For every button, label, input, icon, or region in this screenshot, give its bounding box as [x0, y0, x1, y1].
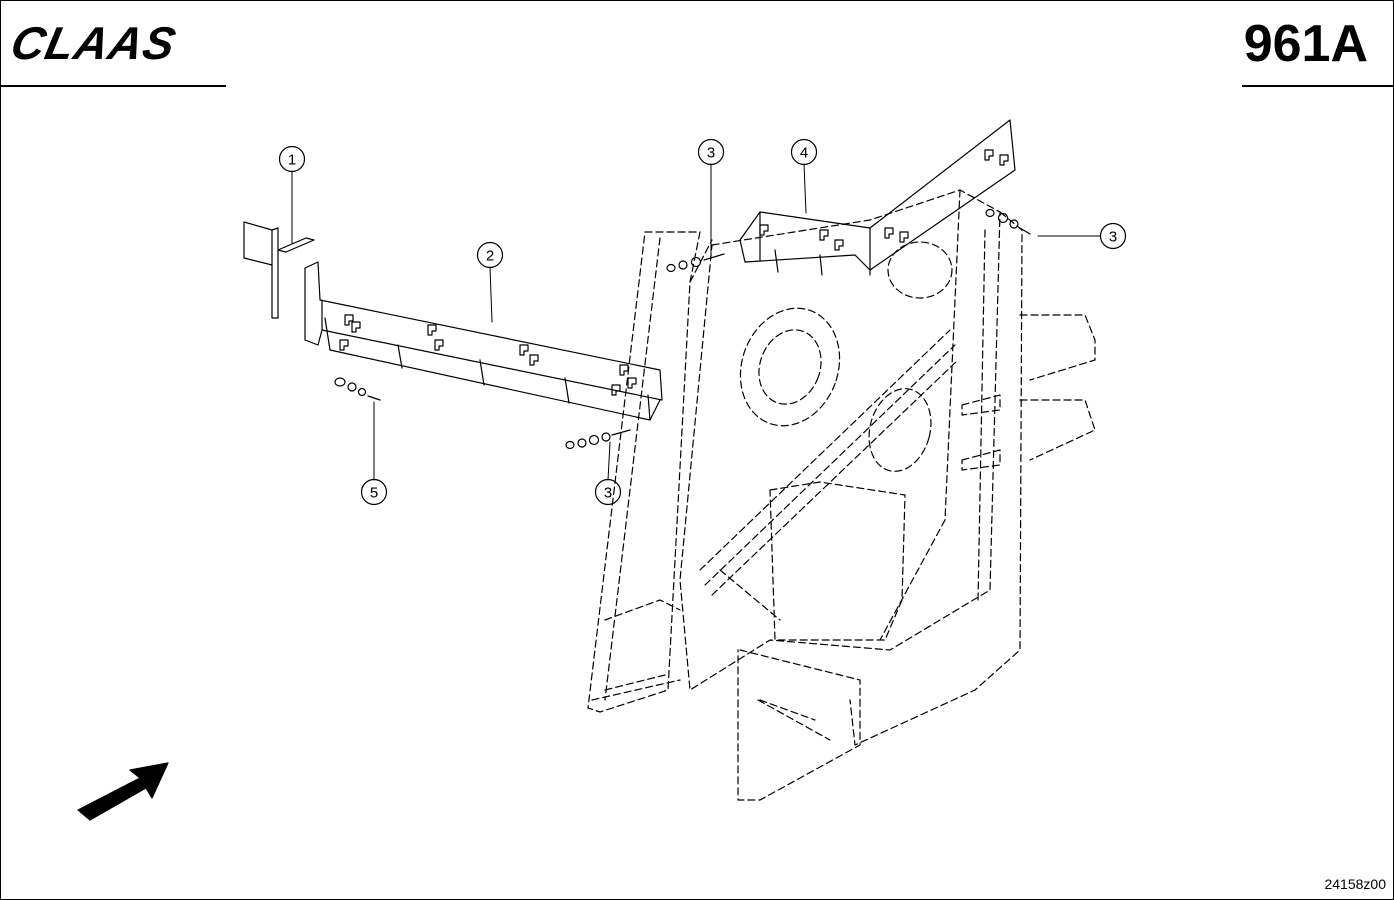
callout-1: 1 [278, 145, 306, 173]
part-1-bracket [243, 221, 315, 319]
plate-rule [1242, 85, 1394, 87]
callout-label: 3 [1109, 229, 1117, 246]
fastener-set-right-3 [985, 208, 1031, 235]
direction-arrow-icon [77, 762, 169, 821]
callout-2: 2 [476, 241, 504, 269]
fastener-set-part-5 [334, 377, 381, 401]
fastener-set-lower-3 [565, 429, 631, 450]
callout-label: 1 [288, 152, 296, 169]
callout-label: 2 [486, 248, 494, 265]
part-4-rail [739, 119, 1016, 276]
plate-number: 961A [1243, 15, 1368, 73]
brand-rule [0, 85, 226, 87]
callout-label: 3 [707, 145, 715, 162]
callout-3-right: 3 [1099, 222, 1127, 250]
callout-4: 4 [790, 138, 818, 166]
machine-frame-outline [587, 189, 1096, 801]
leader-lines [291, 163, 1101, 481]
callout-label: 4 [800, 145, 808, 162]
callout-3-upper: 3 [697, 138, 725, 166]
callout-3-lower: 3 [594, 478, 622, 506]
callout-5: 5 [360, 478, 388, 506]
callout-label: 5 [370, 485, 378, 502]
fastener-set-upper-3 [666, 253, 725, 273]
callout-label: 3 [604, 485, 612, 502]
part-2-rail [304, 261, 663, 421]
drawing-number: 24158z00 [1324, 876, 1386, 892]
